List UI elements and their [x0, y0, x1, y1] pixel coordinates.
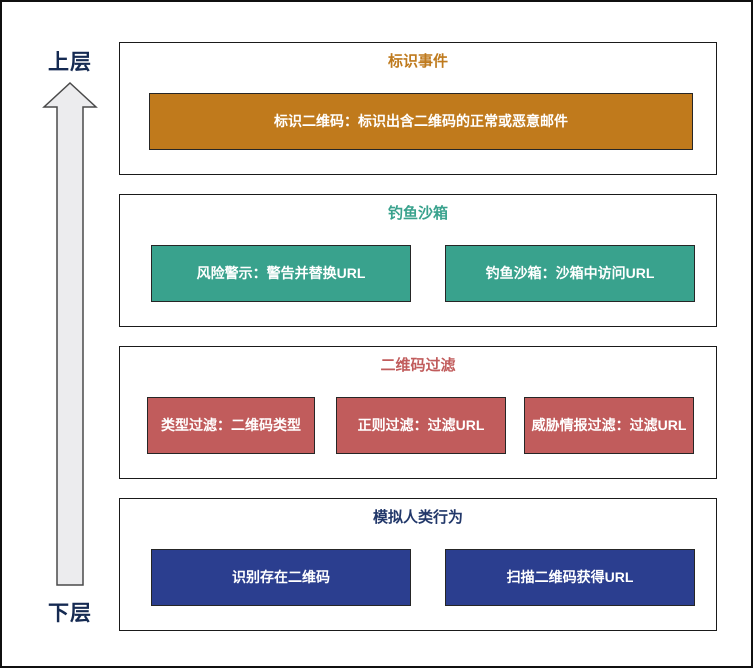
- layer-title: 模拟人类行为: [372, 509, 463, 526]
- box-type-filter: 类型过滤：二维码类型: [147, 397, 315, 454]
- box-detect-qrcode: 识别存在二维码: [151, 549, 411, 606]
- layer-phishing-sandbox: 钓鱼沙箱 风险警示：警告并替换URL 钓鱼沙箱：沙箱中访问URL: [119, 194, 717, 327]
- box-identify-qrcode: 标识二维码：标识出含二维码的正常或恶意邮件: [149, 93, 693, 150]
- box-regex-filter: 正则过滤：过滤URL: [336, 397, 506, 454]
- box-sandbox-visit-url: 钓鱼沙箱：沙箱中访问URL: [445, 245, 695, 302]
- box-threat-intel-filter: 威胁情报过滤：过滤URL: [524, 397, 694, 454]
- lower-layer-label: 下层: [48, 602, 92, 625]
- box-scan-qrcode-get-url: 扫描二维码获得URL: [445, 549, 695, 606]
- upper-layer-label: 上层: [48, 51, 92, 74]
- box-risk-warning: 风险警示：警告并替换URL: [151, 245, 411, 302]
- layer-simulate-human-behavior: 模拟人类行为 识别存在二维码 扫描二维码获得URL: [119, 498, 717, 631]
- layer-title: 标识事件: [387, 53, 448, 70]
- layer-title: 二维码过滤: [380, 357, 456, 374]
- up-arrow-icon: [42, 81, 98, 586]
- layer-identify-events: 标识事件 标识二维码：标识出含二维码的正常或恶意邮件: [119, 42, 717, 175]
- layer-title: 钓鱼沙箱: [387, 205, 448, 222]
- layer-qrcode-filtering: 二维码过滤 类型过滤：二维码类型 正则过滤：过滤URL 威胁情报过滤：过滤URL: [119, 346, 717, 479]
